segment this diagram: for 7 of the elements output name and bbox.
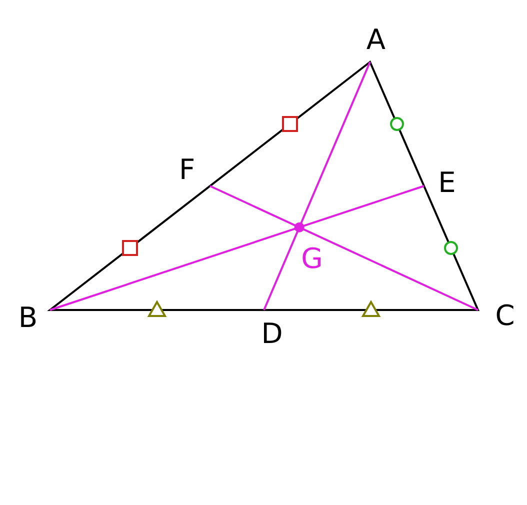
point-label: B <box>18 304 38 332</box>
point-label: F <box>178 156 196 184</box>
point-label: C <box>495 302 515 330</box>
point-label: G <box>301 245 323 273</box>
point-label: A <box>366 26 386 54</box>
point-label: E <box>438 169 456 197</box>
point-label: D <box>261 320 283 348</box>
